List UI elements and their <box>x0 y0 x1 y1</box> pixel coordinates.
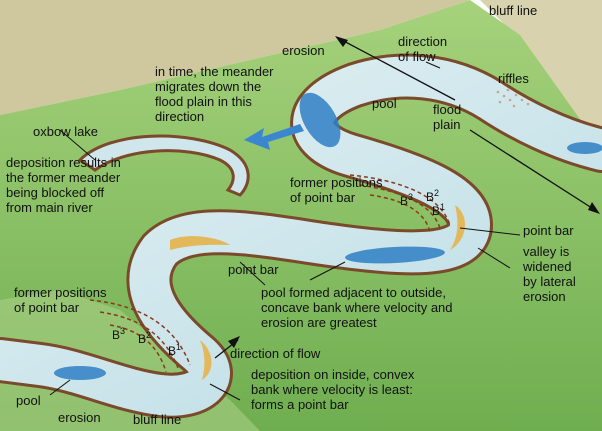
bar-marker-b2-bottom: B2 <box>138 330 152 346</box>
bar-marker-b3-top: B3 <box>400 192 414 208</box>
bluff-line-label-bottom: bluff line <box>133 412 182 427</box>
pool-right <box>567 142 602 154</box>
oxbow-lake-label: oxbow lake <box>33 124 99 139</box>
former-positions-label-top: former positions of point bar <box>290 175 383 205</box>
oxbow-lake <box>77 134 250 197</box>
flood-plain-label: flood plain <box>433 102 462 132</box>
point-bar-label-center: point bar <box>228 262 279 277</box>
bar-marker-b2-top: B2 <box>426 188 440 204</box>
migration-arrow <box>244 124 304 150</box>
point-bar-label-right: point bar <box>523 223 574 238</box>
bluff-line-label-top: bluff line <box>489 3 538 18</box>
bar-marker-b1-top: B1 <box>432 202 446 218</box>
pool-label-top: pool <box>372 96 397 111</box>
valley-widened-label: valley is widened by lateral erosion <box>523 244 576 304</box>
riffles-texture <box>496 88 530 108</box>
direction-of-flow-label-top: direction of flow <box>398 34 448 64</box>
deposition-blocked-label: deposition results in the former meander… <box>6 155 121 215</box>
deposition-inside-label: deposition on inside, convex bank where … <box>251 367 415 412</box>
bar-marker-b1-bottom: B1 <box>168 342 182 358</box>
bluff-top <box>0 0 602 150</box>
point-bar-lower-shape <box>200 340 212 380</box>
bar-marker-b3-bottom: B3 <box>112 326 126 342</box>
riffles-label: riffles <box>498 71 529 86</box>
pool-lower <box>54 366 106 380</box>
direction-of-flow-label-bottom: direction of flow <box>230 346 321 361</box>
pool-formed-label: pool formed adjacent to outside, concave… <box>261 285 453 330</box>
pool-upper <box>299 92 341 148</box>
pool-center <box>345 246 445 264</box>
erosion-label-top: erosion <box>282 43 325 58</box>
point-bar-center-shape <box>170 236 230 250</box>
pool-label-bottom: pool <box>16 393 41 408</box>
point-bar-right-shape <box>450 205 466 250</box>
former-positions-label-bottom: former positions of point bar <box>14 285 107 315</box>
erosion-label-bottom: erosion <box>58 410 101 425</box>
meander-migrates-label: in time, the meander migrates down the f… <box>155 64 274 124</box>
bluff-top-left <box>0 0 470 115</box>
